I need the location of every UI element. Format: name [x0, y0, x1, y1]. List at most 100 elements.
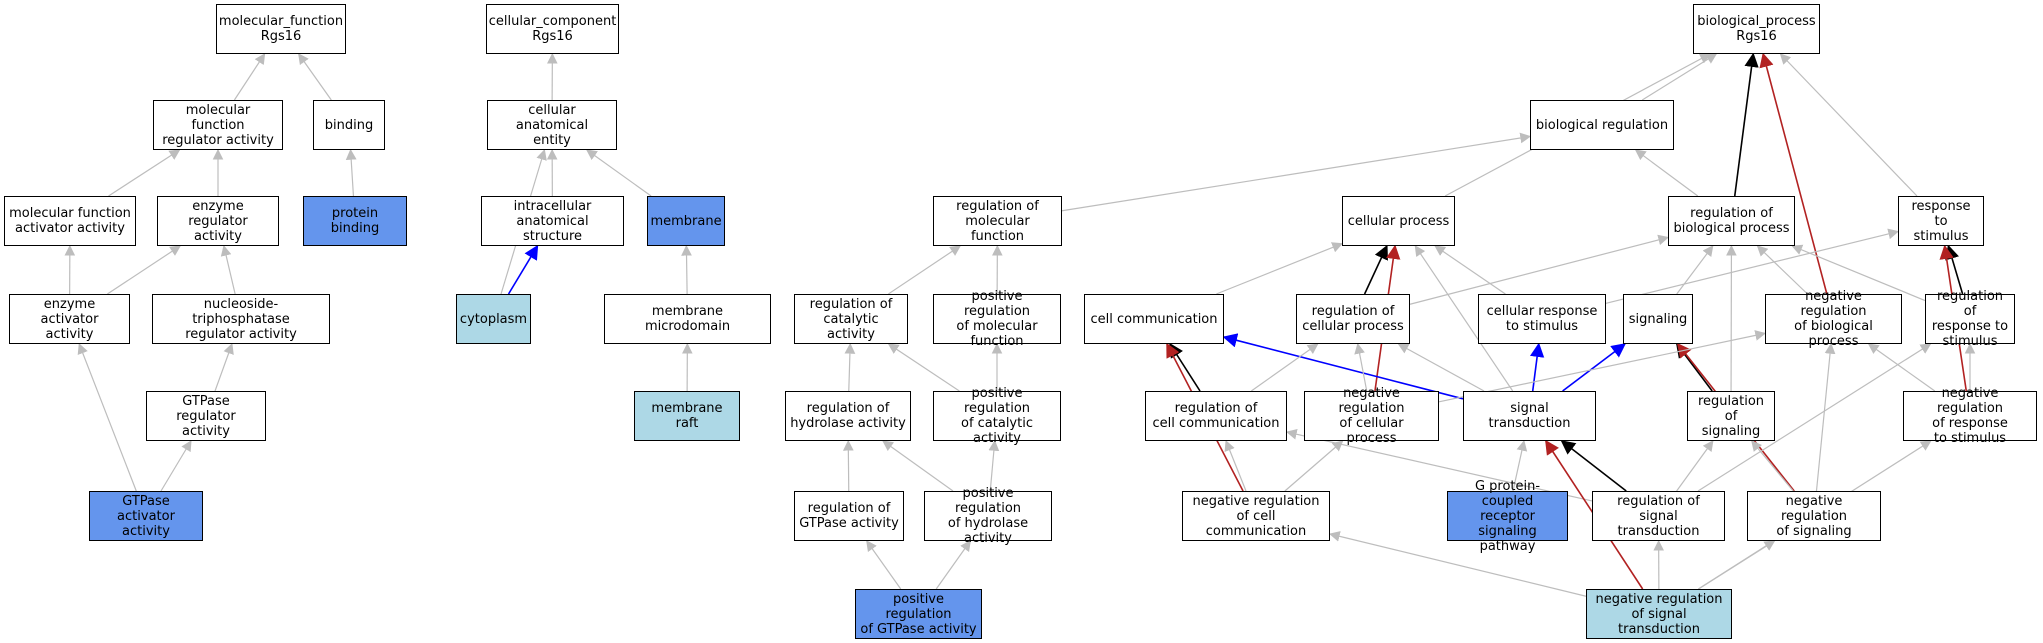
node-binding[interactable]: binding	[313, 100, 385, 150]
node-protein-binding[interactable]: protein binding	[303, 196, 407, 246]
edge-reg_cell_comm-to-reg_cell_proc	[1250, 343, 1319, 392]
node-response-to-stimulus[interactable]: response to stimulus	[1898, 196, 1984, 246]
edge-gpcr-to-sig_trans	[1512, 439, 1528, 492]
node-negative-regulation-of-cell-communication[interactable]: negative regulation of cell communicatio…	[1182, 491, 1330, 541]
edge-neg_reg_cell_comm-to-reg_cell_comm	[1224, 439, 1247, 492]
edge-sig_trans-to-cell_proc	[1414, 245, 1514, 392]
edge-bio_reg-to-bp	[1641, 53, 1718, 101]
node-positive-regulation-of-catalytic-activity[interactable]: positive regulation of catalytic activit…	[933, 386, 1061, 446]
edge-neg_reg_sig_trans-to-neg_reg_sig	[1698, 540, 1776, 590]
edge-neg_reg_sig-to-neg_reg_bio	[1815, 342, 1836, 492]
edge-reg_cell_comm-to-cell_comm	[1169, 342, 1201, 392]
node-negative-regulation-of-signal-transduction[interactable]: negative regulation of signal transducti…	[1586, 589, 1732, 639]
edge-sig_trans-to-cell_comm	[1222, 333, 1464, 400]
node-negative-regulation-of-response-to-stimulus[interactable]: negative regulation of response to stimu…	[1903, 386, 2037, 446]
node-molecular-function-regulator-activity[interactable]: molecular function regulator activity	[153, 100, 283, 150]
node-regulation-of-hydrolase-activity[interactable]: regulation of hydrolase activity	[785, 391, 911, 441]
node-regulation-of-signal-transduction[interactable]: regulation of signal transduction	[1592, 491, 1725, 541]
edge-reg_cat-to-reg_mol	[888, 245, 962, 295]
edge-enz_act-to-enz_reg	[107, 245, 182, 295]
node-cellular-component[interactable]: cellular_component Rgs16	[486, 4, 619, 54]
node-cytoplasm[interactable]: cytoplasm	[456, 294, 531, 344]
edge-signaling-to-reg_bio	[1676, 245, 1714, 295]
node-positive-regulation-of-hydrolase-activity[interactable]: positive regulation of hydrolase activit…	[924, 486, 1052, 546]
edge-neg_reg_bio-to-bp	[1759, 52, 1828, 295]
node-biological-regulation[interactable]: biological regulation	[1530, 100, 1674, 150]
edge-neg_reg_cell_proc-to-neg_reg_bio	[1438, 330, 1767, 403]
node-regulation-of-biological-process[interactable]: regulation of biological process	[1668, 196, 1795, 246]
node-signaling[interactable]: signaling	[1623, 294, 1693, 344]
edge-neg_reg_cell_proc-to-reg_cell_proc	[1354, 342, 1368, 392]
edge-cell_resp-to-resp_stim	[1605, 228, 1900, 304]
edge-reg_sig_trans-to-reg_sig	[1676, 440, 1714, 492]
node-biological-process[interactable]: biological_process Rgs16	[1693, 4, 1820, 54]
edge-cytoplasm-to-ias	[507, 244, 539, 295]
edge-reg_sig_trans-to-sig_trans	[1560, 440, 1627, 492]
node-membrane[interactable]: membrane	[647, 196, 725, 246]
node-membrane-raft[interactable]: membrane raft	[634, 391, 740, 441]
edge-gtp_reg-to-ntp_reg	[214, 342, 234, 392]
node-regulation-of-response-to-stimulus[interactable]: regulation of response to stimulus	[1925, 289, 2015, 349]
edge-mf_reg-to-mf	[233, 53, 266, 101]
edge-reg_cell_proc-to-reg_bio	[1409, 234, 1670, 305]
edge-mem_micro-to-membrane	[681, 244, 692, 295]
edge-neg_reg_sig_trans-to-neg_reg_cell_comm	[1328, 531, 1587, 597]
edge-reg_resp-to-reg_bio	[1791, 244, 1926, 302]
node-negative-regulation-of-biological-process[interactable]: negative regulation of biological proces…	[1765, 289, 1902, 349]
edge-neg_reg_resp-to-neg_reg_bio	[1867, 343, 1936, 392]
edge-cell_comm-to-cell_proc	[1216, 242, 1344, 295]
node-regulation-of-gtpase-activity[interactable]: regulation of GTPase activity	[794, 491, 904, 541]
node-positive-regulation-of-gtpase-activity[interactable]: positive regulation of GTPase activity	[855, 589, 982, 639]
edge-pos_reg_hyd-to-reg_hyd	[882, 440, 954, 492]
edge-sig_trans-to-signaling	[1562, 343, 1627, 392]
edge-reg_sig_trans-to-reg_resp	[1697, 343, 1932, 492]
node-negative-regulation-of-signaling[interactable]: negative regulation of signaling	[1747, 491, 1881, 541]
node-positive-regulation-of-molecular-function[interactable]: positive regulation of molecular functio…	[933, 289, 1061, 349]
edge-mf_act-to-mf_reg	[108, 149, 181, 197]
edge-neg_reg_sig-to-reg_sig	[1751, 440, 1794, 492]
node-nucleoside-triphosphatase-regulator-activity[interactable]: nucleoside-triphosphatase regulator acti…	[152, 294, 330, 344]
node-gtpase-activator-activity[interactable]: GTPase activator activity	[89, 491, 203, 541]
node-cellular-response-to-stimulus[interactable]: cellular response to stimulus	[1478, 294, 1606, 344]
node-regulation-of-molecular-function[interactable]: regulation of molecular function	[933, 196, 1062, 246]
node-cellular-anatomical-entity[interactable]: cellular anatomical entity	[487, 100, 617, 150]
edge-pos_reg_hyd-to-pos_reg_cat	[988, 439, 1000, 492]
node-cellular-process[interactable]: cellular process	[1342, 196, 1455, 246]
edge-gtp_act-to-enz_act	[77, 342, 137, 492]
node-enzyme-regulator-activity[interactable]: enzyme regulator activity	[157, 196, 279, 246]
edge-reg_gtp-to-reg_hyd	[842, 439, 854, 492]
edge-neg_reg_cell_comm-to-neg_reg_cell_proc	[1284, 440, 1344, 492]
node-gtpase-regulator-activity[interactable]: GTPase regulator activity	[146, 391, 266, 441]
node-regulation-of-cell-communication[interactable]: regulation of cell communication	[1145, 391, 1287, 441]
node-regulation-of-catalytic-activity[interactable]: regulation of catalytic activity	[794, 294, 908, 344]
edge-gtp_act-to-gtp_reg	[160, 440, 192, 492]
edge-reg_bio-to-bp	[1733, 52, 1759, 197]
node-enzyme-activator-activity[interactable]: enzyme activator activity	[9, 294, 130, 344]
node-regulation-of-signaling[interactable]: regulation of signaling	[1687, 391, 1775, 441]
edge-resp_stim-to-bp	[1779, 53, 1918, 197]
edge-pos_reg_cat-to-reg_cat	[887, 343, 960, 392]
node-g-protein-coupled-receptor-signaling-pathway[interactable]: G protein-coupled receptor signaling pat…	[1447, 479, 1568, 554]
edge-reg_cell_proc-to-cell_proc	[1363, 244, 1388, 295]
node-signal-transduction[interactable]: signal transduction	[1463, 391, 1596, 441]
edge-pos_reg_gtp-to-reg_gtp	[866, 540, 902, 590]
node-negative-regulation-of-cellular-process[interactable]: negative regulation of cellular process	[1304, 386, 1439, 446]
edge-neg_reg_bio-to-reg_bio	[1756, 245, 1808, 295]
edge-binding-to-mf	[298, 53, 332, 101]
node-molecular-function-activator-activity[interactable]: molecular function activator activity	[4, 196, 136, 246]
node-molecular-function[interactable]: molecular_function Rgs16	[216, 4, 346, 54]
edge-reg_bio-to-bio_reg	[1634, 149, 1699, 197]
node-regulation-of-cellular-process[interactable]: regulation of cellular process	[1296, 294, 1410, 344]
edge-reg_hyd-to-reg_cat	[844, 342, 856, 392]
edge-reg_mol-to-bio_reg	[1061, 132, 1532, 212]
edge-sig_trans-to-reg_cell_proc	[1397, 343, 1485, 392]
edge-membrane-to-cae	[586, 149, 652, 197]
node-cell-communication[interactable]: cell communication	[1084, 294, 1224, 344]
edge-pos_reg_gtp-to-pos_reg_hyd	[935, 540, 971, 590]
node-intracellular-anatomical-structure[interactable]: intracellular anatomical structure	[481, 196, 624, 246]
edge-sig_trans-to-cell_resp	[1529, 342, 1545, 392]
node-membrane-microdomain[interactable]: membrane microdomain	[604, 294, 771, 344]
edge-cell_resp-to-cell_proc	[1434, 245, 1506, 295]
edge-prot_bind-to-binding	[345, 148, 357, 197]
